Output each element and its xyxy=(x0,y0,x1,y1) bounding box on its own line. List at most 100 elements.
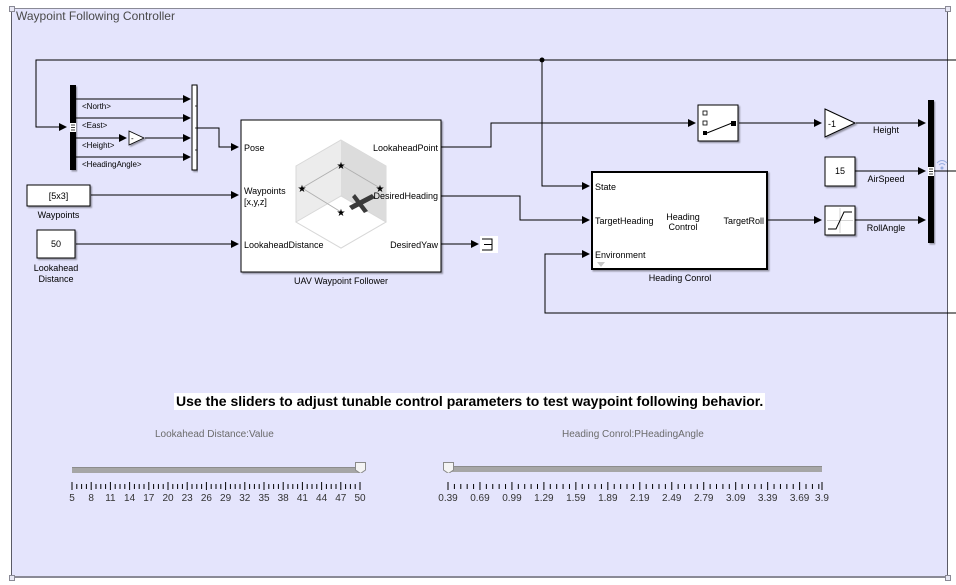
area-resize-handle-tl[interactable] xyxy=(9,6,15,12)
signal-label-heading-angle: <HeadingAngle> xyxy=(82,160,142,169)
slider-ticks xyxy=(71,482,361,490)
lookahead-point-line[interactable] xyxy=(441,119,696,148)
svg-text:★: ★ xyxy=(337,208,346,219)
heading-control-block[interactable]: State TargetHeading Environment Heading … xyxy=(591,171,768,270)
heading-control-block-name: Heading Conrol xyxy=(649,273,712,283)
tick-label: 1.29 xyxy=(534,493,554,504)
signal-label-east: <East> xyxy=(82,121,108,130)
tick-label: 1.59 xyxy=(566,493,586,504)
subsystem-arrow-icon xyxy=(597,262,605,267)
area-resize-handle-br[interactable] xyxy=(945,575,951,581)
tick-label: 1.89 xyxy=(598,493,618,504)
gain-value: -1 xyxy=(828,119,836,129)
signal-label-airspeed: AirSpeed xyxy=(867,174,904,184)
waypoints-constant-block[interactable]: [5x3] xyxy=(26,184,91,207)
tick-label: 8 xyxy=(88,493,94,504)
lookahead-value: 50 xyxy=(51,239,61,249)
port-waypoints: Waypoints xyxy=(244,186,286,196)
slider-track[interactable] xyxy=(448,466,822,472)
tick-label: 20 xyxy=(162,493,174,504)
tick-label: 0.69 xyxy=(470,493,490,504)
tick-label: 3.39 xyxy=(757,493,778,504)
tick-label: 2.49 xyxy=(662,493,682,504)
lookahead-slider-title: Lookahead Distance:Value xyxy=(155,429,274,440)
lookahead-block-label-1: Lookahead xyxy=(34,263,79,273)
desired-heading-line[interactable] xyxy=(441,195,590,224)
tick-label: 44 xyxy=(316,493,328,504)
area-title: Waypoint Following Controller xyxy=(16,9,175,23)
terminator-block[interactable] xyxy=(480,236,498,253)
saturation-block[interactable] xyxy=(824,205,856,236)
unary-minus-block[interactable]: - xyxy=(128,130,145,146)
slider-thumb[interactable] xyxy=(354,462,366,473)
port-desired-heading: DesiredHeading xyxy=(373,191,438,201)
tick-label: 47 xyxy=(335,493,347,504)
state-line[interactable] xyxy=(541,60,590,190)
area-resize-handle-tr[interactable] xyxy=(945,6,951,12)
feedback-line[interactable] xyxy=(35,59,956,131)
signal-label-height-out: Height xyxy=(873,125,900,135)
tick-label: 5 xyxy=(69,493,75,504)
tick-label: 0.39 xyxy=(438,493,458,504)
signal-label-north: <North> xyxy=(82,102,111,111)
tick-label: 17 xyxy=(143,493,155,504)
svg-text:★: ★ xyxy=(298,184,307,195)
airspeed-constant-block[interactable]: 15 xyxy=(824,156,856,187)
slider-ticks xyxy=(447,482,823,490)
tick-label: 35 xyxy=(258,493,270,504)
tick-label: 11 xyxy=(105,493,116,504)
environment-line[interactable] xyxy=(544,250,956,314)
port-waypoints-sub: [x,y,z] xyxy=(244,197,267,207)
bus-creator-block[interactable] xyxy=(928,100,934,243)
port-lookahead-point: LookaheadPoint xyxy=(373,143,439,153)
svg-text:★: ★ xyxy=(376,184,385,195)
signal-logging-icon[interactable] xyxy=(936,160,948,170)
tick-label: 2.19 xyxy=(630,493,650,504)
tick-label: 26 xyxy=(200,493,212,504)
tick-label: 2.79 xyxy=(693,493,714,504)
tick-label: 38 xyxy=(277,493,289,504)
signal-lines xyxy=(35,59,956,314)
signal-label-height: <Height> xyxy=(82,141,115,150)
tick-label: 50 xyxy=(354,493,366,504)
port-desired-yaw: DesiredYaw xyxy=(390,240,438,250)
waypoints-value: [5x3] xyxy=(49,191,69,201)
tick-label: 23 xyxy=(181,493,193,504)
port-pose: Pose xyxy=(244,143,265,153)
instruction-note: Use the sliders to adjust tunable contro… xyxy=(174,393,766,410)
tick-label: 29 xyxy=(220,493,232,504)
tick-label: 32 xyxy=(239,493,251,504)
multiport-switch-block[interactable] xyxy=(697,104,739,142)
lookahead-distance-slider[interactable]: 5 8 11 14 17 20 23 26 29 32 35 38 41 44 47 50 xyxy=(69,462,366,507)
tick-label: 3.09 xyxy=(725,493,746,504)
uav-waypoint-follower-block[interactable]: ★ ★ ★ ★ Pose Waypoints [x,y,z] Lookahead… xyxy=(240,119,442,273)
mux-block[interactable] xyxy=(191,84,198,171)
uav-follower-icon: ★ ★ ★ ★ xyxy=(295,139,387,249)
heading-control-center-1: Heading xyxy=(666,212,700,222)
port-target-roll: TargetRoll xyxy=(723,216,764,226)
tick-label: 41 xyxy=(296,493,308,504)
heading-slider-title: Heading Conrol:PHeadingAngle xyxy=(562,429,704,440)
port-target-heading: TargetHeading xyxy=(595,216,654,226)
unary-minus-symbol: - xyxy=(131,134,134,143)
lookahead-block-label-2: Distance xyxy=(38,274,73,284)
bus-selector-block[interactable] xyxy=(70,85,76,170)
tick-label: 14 xyxy=(124,493,136,504)
heading-control-center-2: Control xyxy=(668,222,697,232)
tick-label: 3.9 xyxy=(815,493,829,504)
pose-line[interactable] xyxy=(197,127,239,151)
waypoints-block-label: Waypoints xyxy=(38,210,80,220)
airspeed-value: 15 xyxy=(835,166,845,176)
uav-follower-block-name: UAV Waypoint Follower xyxy=(294,276,388,286)
tick-label: 3.69 xyxy=(789,493,810,504)
signal-label-roll-angle: RollAngle xyxy=(867,223,906,233)
tick-label: 0.99 xyxy=(502,493,522,504)
heading-angle-slider[interactable]: 0.39 0.69 0.99 1.29 1.59 1.89 2.19 2.49 2.79 3.09… xyxy=(438,462,829,507)
lookahead-constant-block[interactable]: 50 xyxy=(36,229,76,259)
area-resize-handle-bl[interactable] xyxy=(9,575,15,581)
slider-track[interactable] xyxy=(72,467,360,473)
gain-block[interactable]: -1 xyxy=(824,108,857,138)
slider-thumb[interactable] xyxy=(442,462,454,473)
svg-text:★: ★ xyxy=(337,161,346,172)
port-environment: Environment xyxy=(595,250,646,260)
